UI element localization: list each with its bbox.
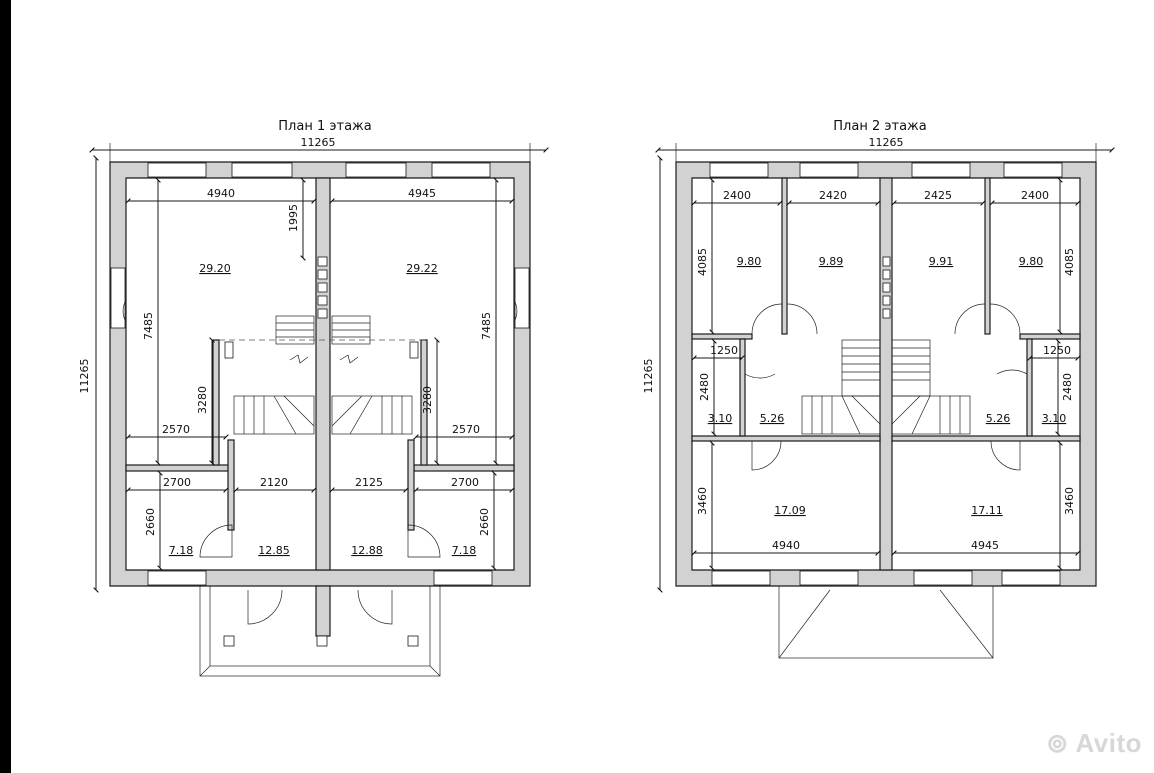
area2-bed2: 9.89: [819, 255, 844, 268]
dim2-4940: 4940: [772, 539, 800, 552]
dim2-4945: 4945: [971, 539, 999, 552]
dim-7485-right: 7485: [480, 312, 493, 340]
plan-2-total-height: 11265: [642, 359, 655, 394]
stair-2-right: [891, 339, 971, 435]
dim2-2480-right: 2480: [1061, 373, 1074, 401]
plan-1-total-height: 11265: [78, 359, 91, 394]
dim2-2400-b: 2400: [1021, 189, 1049, 202]
dim2-2425: 2425: [924, 189, 952, 202]
dim-3280-right: 3280: [421, 386, 434, 414]
dim-2570-right: 2570: [452, 423, 480, 436]
area2-big-left: 17.09: [774, 504, 806, 517]
avito-watermark: ⊚ Avito: [1046, 728, 1142, 758]
dim-2120: 2120: [260, 476, 288, 489]
area-hall-left: 12.85: [258, 544, 290, 557]
dim2-2480-left: 2480: [698, 373, 711, 401]
porch: [199, 585, 441, 677]
area2-big-right: 17.11: [971, 504, 1003, 517]
dim-2660-left: 2660: [144, 508, 157, 536]
dim-4940: 4940: [207, 187, 235, 200]
dim-2700-right: 2700: [451, 476, 479, 489]
plan-1: План 1 этажа 11265 11265: [78, 119, 549, 677]
dim-2570-left: 2570: [162, 423, 190, 436]
dim-2700-left: 2700: [163, 476, 191, 489]
dim-7485-left: 7485: [142, 312, 155, 340]
dim-2660-right: 2660: [478, 508, 491, 536]
area-hall-right: 12.88: [351, 544, 383, 557]
dim2-3460-left: 3460: [696, 487, 709, 515]
dim2-1250-left: 1250: [710, 344, 738, 357]
stair-left: [233, 315, 315, 435]
plan-1-total-width: 11265: [301, 136, 336, 149]
area2-bath-right: 3.10: [1042, 412, 1067, 425]
dim2-2400-a: 2400: [723, 189, 751, 202]
dim2-4085-right: 4085: [1063, 248, 1076, 276]
dim-2125: 2125: [355, 476, 383, 489]
dim2-4085-left: 4085: [696, 248, 709, 276]
area2-hall-right: 5.26: [986, 412, 1011, 425]
plan-2-title: План 2 этажа: [833, 119, 926, 134]
plan-2: План 2 этажа 11265 11265: [642, 119, 1115, 659]
dim-3280-left: 3280: [196, 386, 209, 414]
dim-4945: 4945: [408, 187, 436, 200]
plan-2-total-width: 11265: [869, 136, 904, 149]
area2-bed3: 9.91: [929, 255, 954, 268]
area-living-right: 29.22: [406, 262, 438, 275]
area-room-right: 7.18: [452, 544, 477, 557]
area2-bed4: 9.80: [1019, 255, 1044, 268]
area2-hall-left: 5.26: [760, 412, 785, 425]
dim2-3460-right: 3460: [1063, 487, 1076, 515]
left-edge-bar: [0, 0, 11, 773]
area2-bed1: 9.80: [737, 255, 762, 268]
stair-2-left: [801, 339, 881, 435]
balcony: [778, 585, 994, 659]
dim2-2420: 2420: [819, 189, 847, 202]
stair-right: [331, 315, 413, 435]
plan-1-title: План 1 этажа: [278, 119, 371, 134]
watermark-text: Avito: [1075, 728, 1142, 758]
dim-1995: 1995: [287, 204, 300, 232]
area-living-left: 29.20: [199, 262, 231, 275]
area2-bath-left: 3.10: [708, 412, 733, 425]
dim2-1250-right: 1250: [1043, 344, 1071, 357]
area-room-left: 7.18: [169, 544, 194, 557]
